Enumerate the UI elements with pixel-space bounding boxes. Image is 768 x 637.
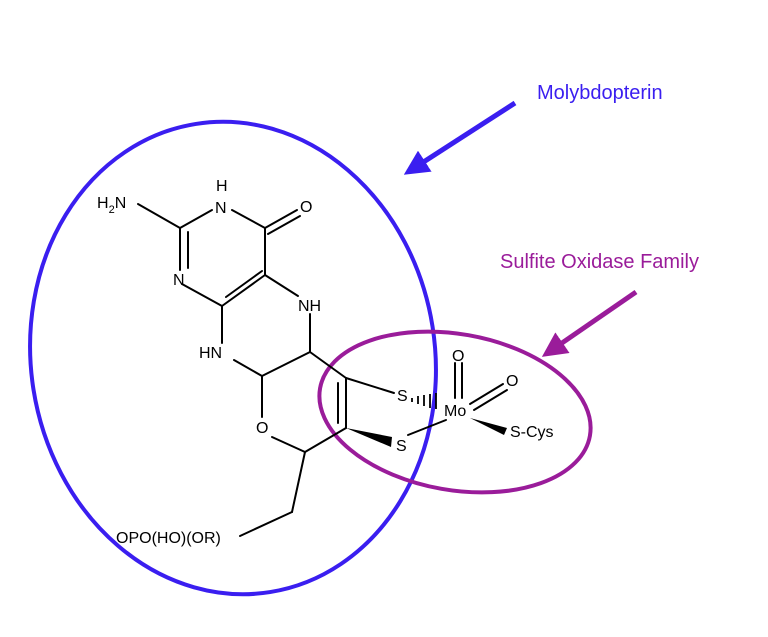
nh5-label: NH (298, 298, 321, 315)
molybdopterin-label: Molybdopterin (537, 82, 663, 104)
sulfite-oxidase-family-label: Sulfite Oxidase Family (500, 251, 699, 273)
wedge-bond-c9-s (346, 428, 392, 447)
molybdenum-label: Mo (444, 403, 466, 420)
hashed-bond-s-mo (411, 393, 437, 409)
wedge-bond-mo-scys (470, 418, 507, 435)
n3-h-label: H (216, 178, 228, 195)
sulfite-oxidase-ellipse (317, 329, 593, 495)
s-cys-label: S-Cys (510, 424, 554, 441)
carbonyl-oxygen-label: O (300, 199, 312, 216)
lower-sulfur-label: S (396, 438, 407, 455)
upper-sulfur-label: S (397, 388, 408, 405)
amino-group-label: H2N (97, 195, 126, 216)
n3-label: N (215, 200, 227, 217)
phosphate-label: OPO(HO)(OR) (116, 530, 221, 547)
n1-label: N (173, 272, 185, 289)
molybdopterin-ellipse (28, 119, 438, 597)
mo-oxo-top-label: O (452, 348, 464, 365)
molybdopterin-arrow (403, 100, 517, 175)
ring-oxygen-label: O (256, 420, 268, 437)
sulfite-oxidase-arrow (541, 289, 638, 357)
bond-lines (137, 203, 508, 537)
hn8-label: HN (199, 345, 222, 362)
mo-oxo-right-label: O (506, 373, 518, 390)
